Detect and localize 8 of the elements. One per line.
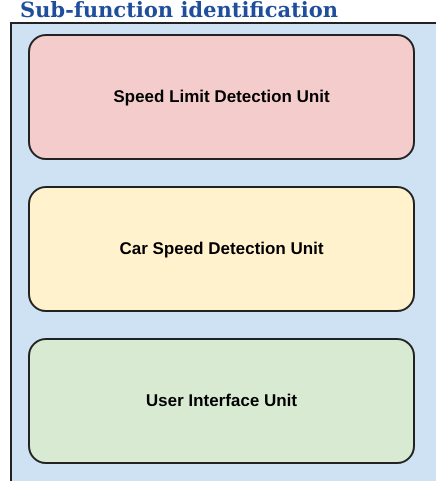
unit-box	[28, 338, 415, 464]
unit-label: Car Speed Detection Unit	[119, 238, 324, 260]
container-panel	[10, 22, 436, 481]
unit-box	[28, 34, 415, 160]
unit-label: User Interface Unit	[146, 390, 298, 412]
unit-label: Speed Limit Detection Unit	[113, 86, 330, 108]
diagram-title: Sub-function identification	[20, 0, 338, 22]
unit-box	[28, 186, 415, 312]
